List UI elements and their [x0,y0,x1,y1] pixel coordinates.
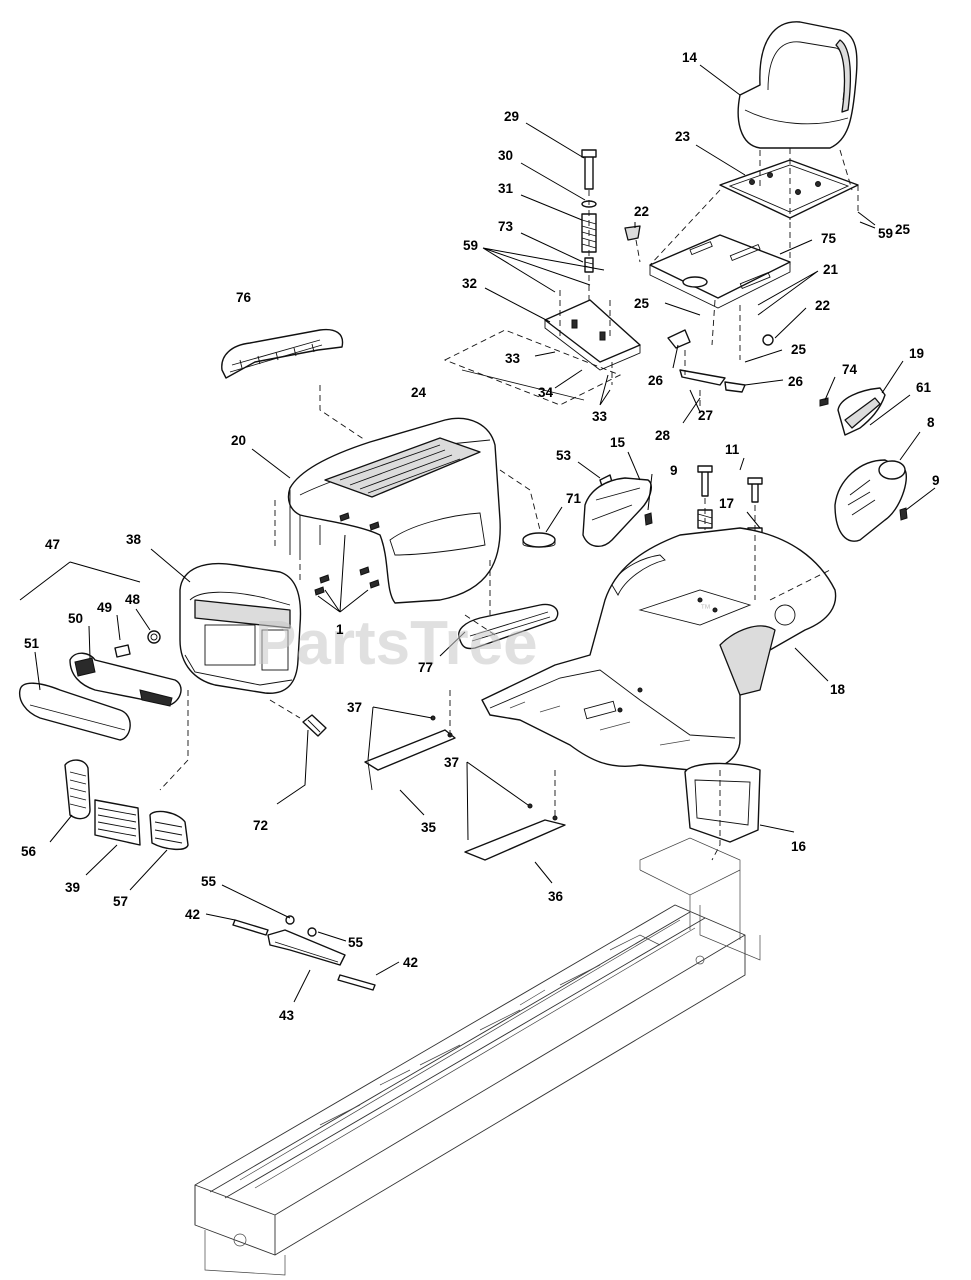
callout-36: 36 [548,889,564,904]
callout-74: 74 [842,362,858,377]
callout-31: 31 [498,181,514,196]
seat-pan [719,159,859,219]
callout-26-right: 26 [788,374,804,389]
rod-24 [443,329,622,406]
grille-center [94,799,141,846]
callout-48: 48 [125,592,141,607]
callout-33-upper: 33 [505,351,521,366]
callout-38: 38 [126,532,142,547]
callout-56: 56 [21,844,37,859]
callout-59-left: 59 [463,238,478,253]
cap-71 [522,532,556,548]
console-parts [644,387,908,542]
floor-plate-36 [464,803,566,861]
callout-55-lower: 55 [348,935,364,950]
callout-labels: 14 23 29 30 31 73 22 25 59 75 59 32 21 2… [21,50,940,1023]
callout-28: 28 [655,428,671,443]
callout-16: 16 [791,839,807,854]
floor-plate-35 [364,715,456,791]
callout-53: 53 [556,448,572,463]
callout-14: 14 [682,50,698,65]
callout-76: 76 [236,290,252,305]
callout-25-upper: 25 [895,222,911,237]
callout-24: 24 [411,385,427,400]
callout-43: 43 [279,1008,295,1023]
callout-11: 11 [725,442,740,457]
callout-57: 57 [113,894,128,909]
light-socket [114,630,161,658]
callout-37-left: 37 [347,700,362,715]
front-bumper [18,682,131,741]
callout-73: 73 [498,219,514,234]
headlight-assembly [69,652,182,707]
callout-51: 51 [24,636,40,651]
callout-61: 61 [916,380,932,395]
front-bracket-43 [232,915,376,991]
hood [274,417,501,604]
callout-25-right: 25 [791,342,807,357]
clip-72 [302,714,327,737]
callout-23: 23 [675,129,691,144]
handle-76 [221,328,344,379]
callout-39: 39 [65,880,80,895]
hood-screws [314,512,380,596]
callout-34: 34 [538,385,554,400]
callout-22-upper: 22 [634,204,649,219]
storage-tray-16 [684,762,761,843]
callout-18: 18 [830,682,846,697]
callout-29: 29 [504,109,519,124]
callout-15: 15 [610,435,626,450]
callout-20: 20 [231,433,246,448]
callout-21: 21 [823,262,839,277]
seat-bracket [649,234,791,309]
knob-22 [624,225,774,346]
callout-1: 1 [336,622,344,637]
grille-left [64,759,91,820]
callout-33-lower: 33 [592,409,608,424]
callout-42-right: 42 [403,955,418,970]
callout-17: 17 [719,496,734,511]
latch-parts [667,329,746,393]
grille-right [149,810,189,850]
callout-71: 71 [566,491,582,506]
watermark-text: PartsTree [255,609,538,678]
callout-8: 8 [927,415,935,430]
callout-35: 35 [421,820,437,835]
callout-19: 19 [909,346,924,361]
callout-26-left: 26 [648,373,664,388]
callout-50: 50 [68,611,83,626]
callout-30: 30 [498,148,513,163]
callout-75: 75 [821,231,837,246]
grille-housing [179,562,302,694]
chassis-frame [194,837,761,1276]
callout-25-mid: 25 [634,296,650,311]
callout-37-right: 37 [444,755,459,770]
callout-49: 49 [97,600,112,615]
body-pan [481,527,837,772]
callout-22-lower: 22 [815,298,830,313]
callout-9-right: 9 [932,473,940,488]
seat [737,21,858,149]
callout-32: 32 [462,276,477,291]
callout-55-upper: 55 [201,874,217,889]
callout-42-left: 42 [185,907,200,922]
callout-9-mid: 9 [670,463,678,478]
watermark-trademark: ™ [700,603,711,615]
callout-27: 27 [698,408,713,423]
seat-adjust-plate [544,299,641,371]
callout-59-right: 59 [878,226,893,241]
callout-47: 47 [45,537,60,552]
fender-guide-15 [582,474,652,547]
assembly-lines [159,148,859,861]
callout-72: 72 [253,818,268,833]
callout-77: 77 [418,660,433,675]
side-grille-77 [458,603,559,650]
leader-lines [19,64,936,1003]
